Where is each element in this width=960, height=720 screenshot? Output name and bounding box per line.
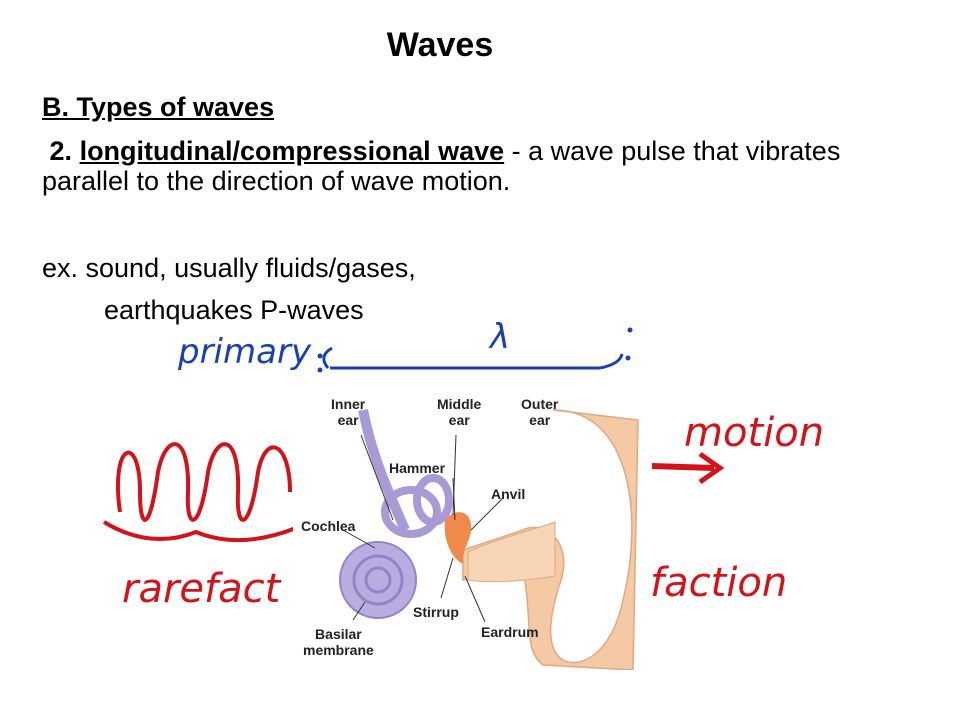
compression-annotation: faction [650, 560, 788, 606]
primary-annotation: primary [178, 332, 312, 372]
label-hammer: Hammer [389, 460, 446, 476]
definition-paragraph: 2. longitudinal/compressional wave - a w… [42, 136, 902, 196]
motion-annotation: motion [684, 410, 825, 456]
definition-text: - a wave pulse that vibrates parallel to… [42, 136, 841, 196]
slide-title: Waves [386, 26, 494, 64]
example-line-2: earthquakes P-waves [104, 295, 364, 325]
motion-arrow-icon [651, 451, 725, 485]
label-eardrum: Eardrum [481, 624, 539, 640]
rarefaction-annotation: rarefact [122, 566, 281, 612]
lambda-symbol: λ [488, 318, 510, 357]
item-number: 2. [49, 136, 73, 166]
label-stirrup: Stirrup [413, 604, 459, 620]
ear-illustration [339, 409, 639, 670]
definition-term: longitudinal/compressional wave [79, 136, 505, 166]
label-cochlea: Cochlea [301, 518, 356, 534]
label-anvil: Anvil [491, 486, 526, 502]
coil-drawing [102, 442, 297, 543]
example-line-1: ex. sound, usually fluids/gases, [42, 253, 416, 283]
section-heading: B. Types of waves [42, 92, 275, 122]
wavelength-bracket: λ [317, 318, 633, 373]
